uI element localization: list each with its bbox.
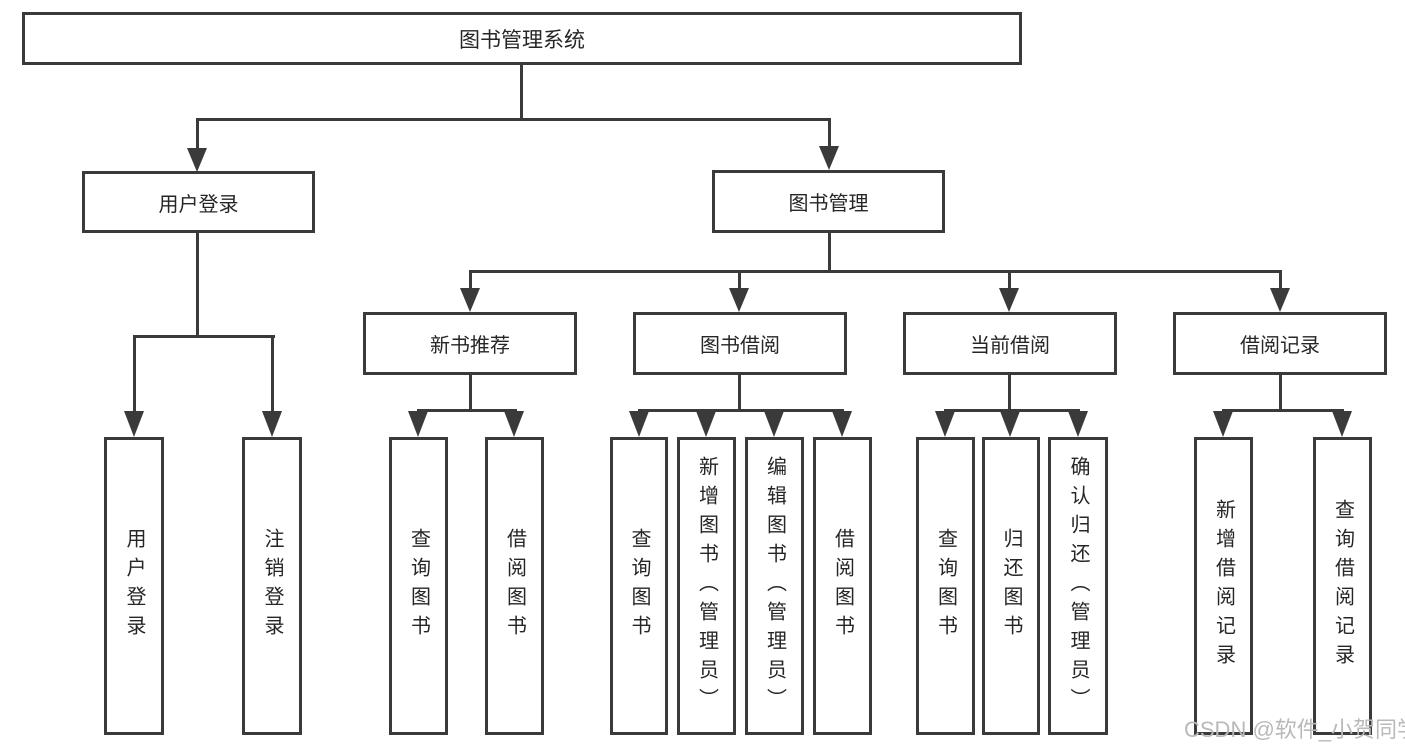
connector-line <box>1279 375 1282 411</box>
node-label: 图书管理 <box>788 193 869 215</box>
leaf-label: 注销登录 <box>261 528 283 644</box>
arrowhead-icon <box>187 148 207 172</box>
node-label: 当前借阅 <box>970 335 1050 357</box>
leaf-label: 借阅图书 <box>831 528 854 644</box>
arrowhead-icon <box>1068 411 1088 437</box>
connector-line <box>469 375 472 411</box>
connector-line <box>738 270 741 292</box>
arrowhead-icon <box>819 146 839 170</box>
node-label: 用户登录 <box>158 193 239 216</box>
leaf-query-books-borrowing: 查询图书 <box>610 437 668 735</box>
node-book-borrowing: 图书借阅 <box>633 312 847 375</box>
connector-line <box>271 335 274 415</box>
connector-line <box>196 233 199 337</box>
arrowhead-icon <box>935 411 955 437</box>
arrowhead-icon <box>1270 288 1290 312</box>
leaf-label: 查询图书 <box>934 528 957 644</box>
leaf-edit-book-admin: 编辑图书（管理员） <box>745 437 804 735</box>
leaf-label: 新增借阅记录 <box>1212 499 1235 673</box>
connector-line <box>520 65 523 120</box>
leaf-label: 新增图书（管理员） <box>695 455 718 717</box>
connector-line <box>196 118 199 154</box>
arrowhead-icon <box>1332 411 1352 437</box>
leaf-label: 查询借阅记录 <box>1331 499 1354 673</box>
connector-line <box>417 409 517 412</box>
leaf-label: 确认归还（管理员） <box>1067 455 1089 717</box>
leaf-logout: 注销登录 <box>242 437 302 735</box>
leaf-add-book-admin: 新增图书（管理员） <box>677 437 736 735</box>
leaf-label: 归还图书 <box>1000 528 1022 644</box>
arrowhead-icon <box>262 411 282 437</box>
connector-line <box>469 270 472 292</box>
connector-line <box>828 118 831 152</box>
connector-line <box>133 335 275 338</box>
leaf-label: 借阅图书 <box>503 528 526 644</box>
node-book-management: 图书管理 <box>712 170 945 233</box>
leaf-user-login: 用户登录 <box>104 437 164 735</box>
leaf-label: 用户登录 <box>123 528 145 644</box>
connector-line <box>1008 375 1011 411</box>
connector-line <box>133 335 136 415</box>
connector-line <box>196 118 831 121</box>
arrowhead-icon <box>408 411 428 437</box>
connector-line <box>1222 409 1344 412</box>
arrowhead-icon <box>504 411 524 437</box>
arrowhead-icon <box>460 288 480 312</box>
leaf-label: 查询图书 <box>407 528 430 644</box>
node-label: 新书推荐 <box>430 335 510 357</box>
arrowhead-icon <box>1000 411 1020 437</box>
node-library-management-system: 图书管理系统 <box>22 12 1022 65</box>
leaf-query-books-recommendation: 查询图书 <box>389 437 448 735</box>
leaf-borrow-books: 借阅图书 <box>813 437 872 735</box>
arrowhead-icon <box>999 288 1019 312</box>
arrowhead-icon <box>764 411 784 437</box>
leaf-label: 编辑图书（管理员） <box>763 455 786 717</box>
arrowhead-icon <box>832 411 852 437</box>
node-borrowing-records: 借阅记录 <box>1173 312 1387 375</box>
arrowhead-icon <box>629 411 649 437</box>
arrowhead-icon <box>124 411 144 437</box>
leaf-borrow-books-recommendation: 借阅图书 <box>485 437 544 735</box>
connector-line <box>469 270 1282 273</box>
leaf-return-books: 归还图书 <box>982 437 1040 735</box>
node-new-book-recommendation: 新书推荐 <box>363 312 577 375</box>
connector-line <box>1279 270 1282 292</box>
leaf-query-borrow-record: 查询借阅记录 <box>1313 437 1372 735</box>
leaf-query-books-current: 查询图书 <box>916 437 975 735</box>
connector-line <box>738 375 741 411</box>
connector-line <box>944 409 1080 412</box>
connector-line <box>828 233 831 272</box>
arrowhead-icon <box>696 411 716 437</box>
leaf-confirm-return-admin: 确认归还（管理员） <box>1048 437 1108 735</box>
connector-line <box>1008 270 1011 292</box>
node-current-borrowing: 当前借阅 <box>903 312 1117 375</box>
arrowhead-icon <box>1213 411 1233 437</box>
csdn-watermark: CSDN @软件_小贺同学 <box>1184 717 1405 742</box>
node-label: 借阅记录 <box>1240 335 1320 357</box>
node-label: 图书借阅 <box>700 335 780 357</box>
node-user-login: 用户登录 <box>82 171 315 233</box>
leaf-add-borrow-record: 新增借阅记录 <box>1194 437 1253 735</box>
node-label: 图书管理系统 <box>459 28 585 52</box>
leaf-label: 查询图书 <box>628 528 650 644</box>
connector-line <box>638 409 844 412</box>
arrowhead-icon <box>729 288 749 312</box>
